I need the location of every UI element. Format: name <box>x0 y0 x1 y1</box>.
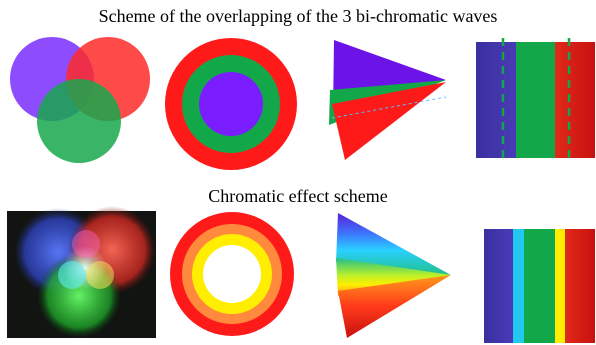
fan-guide-line <box>331 96 447 119</box>
band-cyan <box>513 229 524 343</box>
cyan-blend <box>58 261 86 289</box>
magenta-blend <box>72 230 100 258</box>
concentric-rings-top <box>165 38 297 170</box>
vertical-bands-bottom <box>484 229 595 343</box>
band-red <box>555 42 595 158</box>
inner-violet-disc <box>199 72 263 136</box>
band-blue-2 <box>484 229 514 343</box>
caption-bichromatic-overlap: Scheme of the overlapping of the 3 bi-ch… <box>98 6 498 26</box>
band-green-2 <box>524 229 555 343</box>
fan-spectrum-middle <box>336 258 451 296</box>
fan-red-wedge <box>332 82 446 160</box>
fan-spectrum-upper <box>336 213 451 275</box>
overlap-circles <box>10 37 150 163</box>
yellow-blend <box>86 261 114 289</box>
prism-fan-top <box>329 40 447 160</box>
prism-fan-bottom <box>336 213 451 338</box>
fan-spectrum-lower <box>338 275 451 338</box>
band-green <box>516 42 555 158</box>
caption-chromatic-effect: Chromatic effect scheme <box>208 186 388 206</box>
band-red-2 <box>565 229 595 343</box>
vertical-bands-top <box>476 38 595 162</box>
white-center <box>203 245 261 303</box>
light-overlap-photo <box>7 206 156 338</box>
band-blue <box>476 42 519 158</box>
concentric-rings-bottom <box>170 212 294 336</box>
band-yellow <box>555 229 565 343</box>
green-circle <box>37 79 121 163</box>
